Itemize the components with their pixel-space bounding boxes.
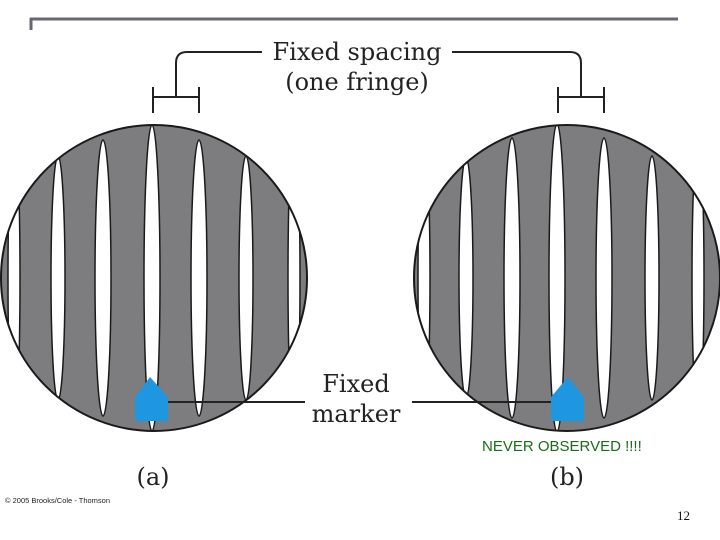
panel-b-label: (b): [550, 463, 584, 491]
bright-fringe: [458, 157, 474, 399]
bright-fringe: [287, 129, 301, 427]
bright-fringe: [7, 129, 21, 427]
bright-fringe: [644, 155, 660, 401]
fixed-marker-a: [135, 377, 168, 421]
bright-fringe: [238, 155, 254, 401]
bright-fringe: [50, 155, 66, 401]
fixed-spacing-bracket: [152, 51, 605, 113]
fixed-marker-b: [551, 377, 584, 421]
slide-number: 12: [677, 508, 690, 523]
fixed-spacing-label-line1: Fixed spacing: [273, 38, 442, 66]
bright-fringe: [417, 139, 431, 417]
fixed-marker-label-line1: Fixed: [322, 370, 389, 398]
fixed-marker-label-line2: marker: [312, 400, 401, 428]
fixed-spacing-label-line2: (one fringe): [285, 68, 429, 96]
bright-fringe: [503, 137, 521, 419]
copyright-notice: © 2005 Brooks/Cole - Thomson: [5, 496, 111, 505]
bright-fringe: [548, 125, 566, 431]
bright-fringe: [595, 137, 613, 419]
top-rule: [29, 17, 678, 30]
bright-fringe: [691, 139, 705, 417]
never-observed-note: NEVER OBSERVED !!!!: [482, 438, 642, 455]
panel-a-label: (a): [136, 463, 169, 491]
bright-fringe: [143, 125, 161, 431]
bright-fringe: [190, 139, 208, 417]
fringe-panel-a: [0, 124, 308, 432]
bright-fringe: [94, 139, 112, 417]
fringe-panel-b: [413, 124, 720, 432]
